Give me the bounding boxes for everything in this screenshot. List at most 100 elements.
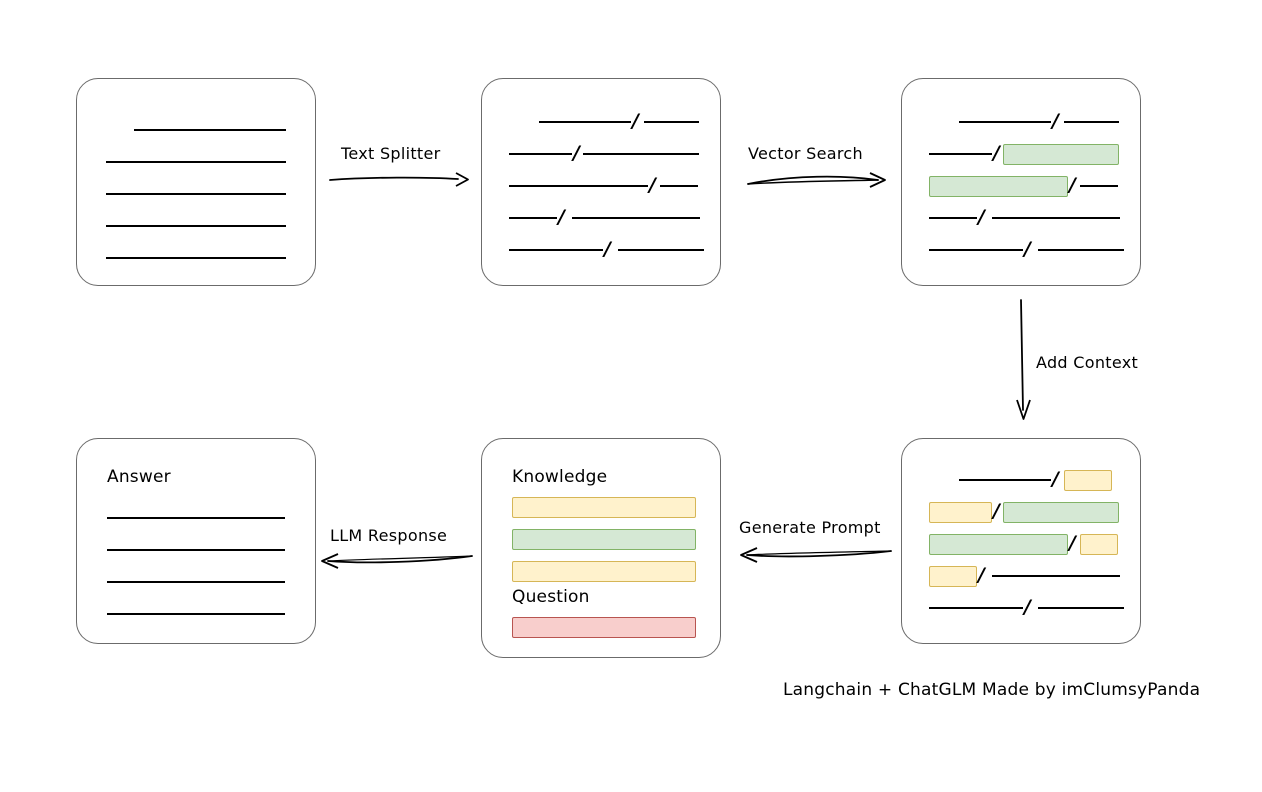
text-line-segment [509,185,648,187]
text-line-segment [959,479,1051,481]
chunk-separator-slash: / [558,205,565,228]
document-line: / [902,597,1140,619]
text-line-segment [929,607,1023,609]
context-chunks-rows: / / / / / [902,439,1140,643]
document-line [77,539,315,561]
document-line: / [902,239,1140,261]
document-line: / [482,175,720,197]
document-line: / [902,565,1140,587]
answer-rows [77,439,315,643]
text-line-segment [1037,249,1124,251]
document-line: / [482,111,720,133]
text-line-segment [929,249,1023,251]
text-chunks-rows: / / / / / [482,79,720,285]
arrow-llm-response [321,553,473,569]
chunk-separator-slash: / [993,141,1000,164]
source-document-box[interactable] [76,78,316,286]
document-line: / [902,469,1140,491]
document-line: / [902,111,1140,133]
document-line [77,571,315,593]
text-line-segment [1079,185,1118,187]
text-line-segment [509,217,557,219]
text-line-segment [107,549,285,551]
text-line-segment [582,153,699,155]
text-line-segment [106,161,286,163]
highlighted-chunk-green [1002,501,1119,523]
document-line [77,119,315,141]
highlighted-chunk-yellow [1063,469,1112,491]
prompt-bar-yellow [512,560,696,582]
answer-heading: Answer [107,467,171,487]
knowledge-bars [482,439,720,657]
document-line [77,151,315,173]
prompt-bar-row [482,496,720,518]
chunk-separator-slash: / [1052,467,1059,490]
chunk-separator-slash: / [978,563,985,586]
prompt-bar-green [512,528,696,550]
document-line: / [482,143,720,165]
arrow-text-splitter [329,172,469,187]
text-line-segment [929,217,977,219]
prompt-bar-yellow [512,496,696,518]
chunk-separator-slash: / [1024,237,1031,260]
text-line-segment [991,217,1120,219]
document-line: / [902,143,1140,165]
chunk-separator-slash: / [993,499,1000,522]
chunk-separator-slash: / [604,237,611,260]
text-line-segment [134,129,286,131]
text-line-segment [617,249,704,251]
matched-chunks-box[interactable]: / / / / / [901,78,1141,286]
answer-box[interactable]: Answer [76,438,316,644]
prompt-bar-row [482,616,720,638]
document-line [77,603,315,625]
text-line-segment [106,193,286,195]
chunk-separator-slash: / [978,205,985,228]
text-line-segment [643,121,699,123]
highlighted-chunk-yellow [1079,533,1118,555]
document-line: / [902,207,1140,229]
edge-label-vector-search: Vector Search [748,144,863,163]
matched-chunks-rows: / / / / / [902,79,1140,285]
document-line: / [482,239,720,261]
text-line-segment [1037,607,1124,609]
text-line-segment [929,153,992,155]
text-line-segment [509,249,603,251]
arrow-generate-prompt [740,547,892,563]
text-line-segment [107,581,285,583]
highlighted-chunk-yellow [929,501,992,523]
question-heading: Question [512,587,590,607]
text-line-segment [571,217,700,219]
document-line: / [902,501,1140,523]
document-line: / [902,533,1140,555]
text-line-segment [1063,121,1119,123]
knowledge-heading: Knowledge [512,467,608,487]
edge-label-llm-response: LLM Response [330,526,448,545]
prompt-bar-red [512,616,696,638]
chunk-separator-slash: / [1052,109,1059,132]
context-chunks-box[interactable]: / / / / / [901,438,1141,644]
text-line-segment [106,225,286,227]
question-bars [482,439,720,657]
text-line-segment [509,153,572,155]
prompt-bar-row [482,560,720,582]
text-line-segment [107,613,285,615]
highlighted-chunk-yellow [929,565,977,587]
chunk-separator-slash: / [1069,531,1076,554]
highlighted-chunk-green [1002,143,1119,165]
footer-caption: Langchain + ChatGLM Made by imClumsyPand… [783,680,1201,700]
document-line: / [482,207,720,229]
document-line: / [902,175,1140,197]
prompt-box[interactable]: Knowledge Question [481,438,721,658]
source-document-rows [77,79,315,285]
chunk-separator-slash: / [649,173,656,196]
edge-label-text-splitter: Text Splitter [341,144,441,163]
text-line-segment [659,185,698,187]
chunk-separator-slash: / [1069,173,1076,196]
arrow-vector-search [747,172,886,188]
edge-label-generate-prompt: Generate Prompt [739,518,881,537]
text-chunks-box[interactable]: / / / / / [481,78,721,286]
document-line [77,183,315,205]
chunk-separator-slash: / [632,109,639,132]
chunk-separator-slash: / [1024,595,1031,618]
